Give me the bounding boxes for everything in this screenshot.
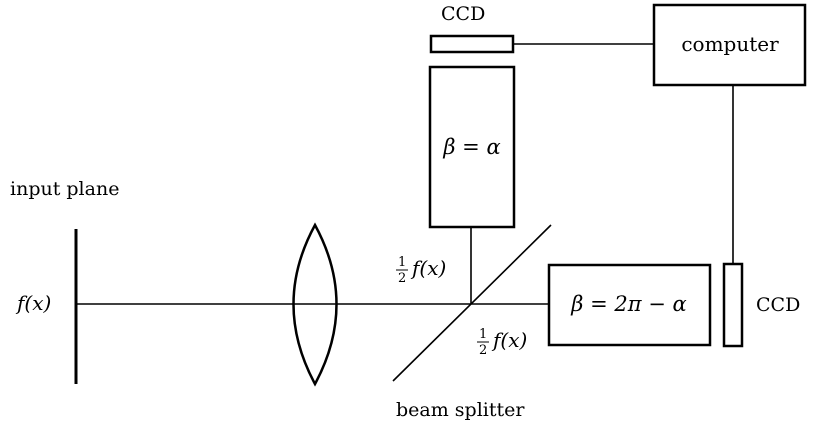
ccd-top — [429, 34, 515, 54]
input-function-label: f(x) — [15, 291, 51, 315]
filter-box-upper — [428, 65, 516, 229]
svg-text:2: 2 — [479, 343, 487, 358]
filter-upper-label: β = α — [442, 135, 500, 159]
svg-text:1: 1 — [479, 327, 487, 342]
svg-text:2: 2 — [398, 271, 406, 286]
computer-label: computer — [681, 32, 779, 56]
half-fx-label-lower: 1 2 f(x) — [477, 327, 527, 358]
ccd-top-label: CCD — [441, 3, 485, 25]
beam-splitter-label: beam splitter — [396, 399, 525, 421]
beam-splitter — [392, 224, 552, 382]
half-fx-label-upper: 1 2 f(x) — [396, 255, 446, 286]
ccd-right-label: CCD — [756, 294, 800, 316]
computer-box — [652, 3, 807, 87]
filter-box-right — [547, 263, 712, 347]
svg-text:f(x): f(x) — [491, 328, 527, 352]
svg-text:1: 1 — [398, 255, 406, 270]
lens — [292, 222, 338, 387]
svg-text:f(x): f(x) — [410, 256, 446, 280]
ccd-right — [722, 262, 744, 348]
input-plane-label: input plane — [10, 178, 119, 200]
filter-right-label: β = 2π − α — [570, 292, 686, 316]
